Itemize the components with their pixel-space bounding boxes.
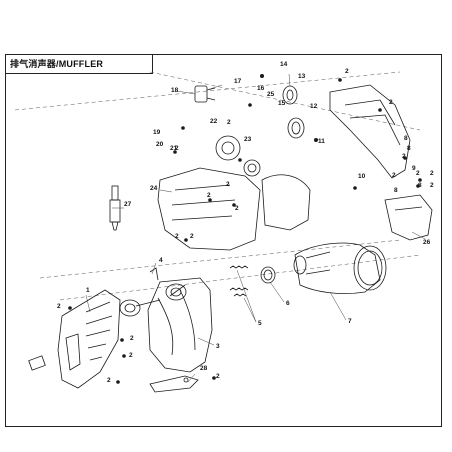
callout-14: 14 [280, 61, 288, 68]
callout-2-6: 2 [235, 205, 239, 212]
callout-17: 17 [234, 78, 242, 85]
callout-2-5: 2 [207, 192, 211, 199]
cover-part-9 [329, 84, 411, 179]
assembly-axes [14, 71, 421, 301]
callout-2-14: 2 [57, 303, 61, 310]
callout-8: 8 [404, 135, 408, 142]
sensor-part-27 [109, 185, 121, 231]
callout-22: 22 [210, 118, 218, 125]
callout-2-2: 2 [389, 99, 393, 106]
callout-6: 6 [286, 300, 290, 307]
stud-part-4 [149, 267, 159, 281]
callout-4: 4 [159, 257, 163, 264]
callout-2-18: 2 [107, 377, 111, 384]
callout-16: 16 [257, 85, 265, 92]
callout-21: 21 [170, 145, 178, 152]
callout-2-11: 2 [430, 182, 434, 189]
callout-28: 28 [200, 365, 208, 372]
diagram-title: 排气消声器/MUFFLER [10, 59, 104, 69]
callout-23: 23 [244, 136, 252, 143]
callout-8-1: 8 [407, 145, 411, 152]
callout-18: 18 [171, 87, 179, 94]
callout-12: 12 [310, 103, 318, 110]
callout-2-16: 2 [129, 352, 133, 359]
callout-2-13: 2 [190, 233, 194, 240]
callout-15: 15 [278, 100, 286, 107]
callout-2-12: 2 [175, 233, 179, 240]
callout-24: 24 [150, 185, 158, 192]
callout-13: 13 [298, 73, 306, 80]
callout-2-15: 2 [130, 335, 134, 342]
callout-25: 25 [267, 91, 275, 98]
callout-11: 11 [318, 138, 325, 145]
flange-part-22 [215, 135, 241, 161]
callout-10: 10 [358, 173, 366, 180]
callout-27: 27 [124, 201, 132, 208]
callout-2: 2 [227, 119, 231, 126]
callout-2-1: 2 [345, 68, 349, 75]
callout-2-8: 2 [416, 170, 420, 177]
callout-9: 9 [412, 165, 416, 172]
callout-3: 3 [216, 343, 220, 350]
callout-1: 1 [86, 287, 90, 294]
callout-5: 5 [258, 320, 262, 327]
front-pipe-part-3 [119, 277, 213, 373]
callout-7: 7 [348, 318, 352, 325]
callout-2-7: 2 [402, 153, 406, 160]
callout-8-3: 8 [394, 187, 398, 194]
callout-19: 19 [153, 129, 161, 136]
gasket-part-23 [243, 159, 261, 177]
muffler-part-7 [293, 242, 387, 294]
callout-8-2: 8 [418, 182, 422, 189]
callout-2-17: 2 [216, 373, 220, 380]
title-box [5, 54, 153, 74]
diagram-frame [5, 54, 442, 427]
gasket-part-6 [260, 266, 276, 284]
callout-2-4: 2 [226, 181, 230, 188]
callout-2-10: 2 [430, 170, 434, 177]
callout-2-9: 2 [392, 172, 396, 179]
heat-shield-part-24 [157, 167, 311, 251]
springs-part-5 [229, 265, 249, 297]
heat-shield-part-1 [28, 289, 121, 389]
clamp-part-12 [287, 117, 305, 139]
heat-shield-part-26 [384, 194, 433, 241]
bolts [68, 74, 422, 384]
callout-26: 26 [423, 239, 431, 246]
callout-2-3: 2 [175, 145, 179, 152]
callout-20: 20 [156, 141, 164, 148]
bracket-part-28 [149, 375, 199, 393]
